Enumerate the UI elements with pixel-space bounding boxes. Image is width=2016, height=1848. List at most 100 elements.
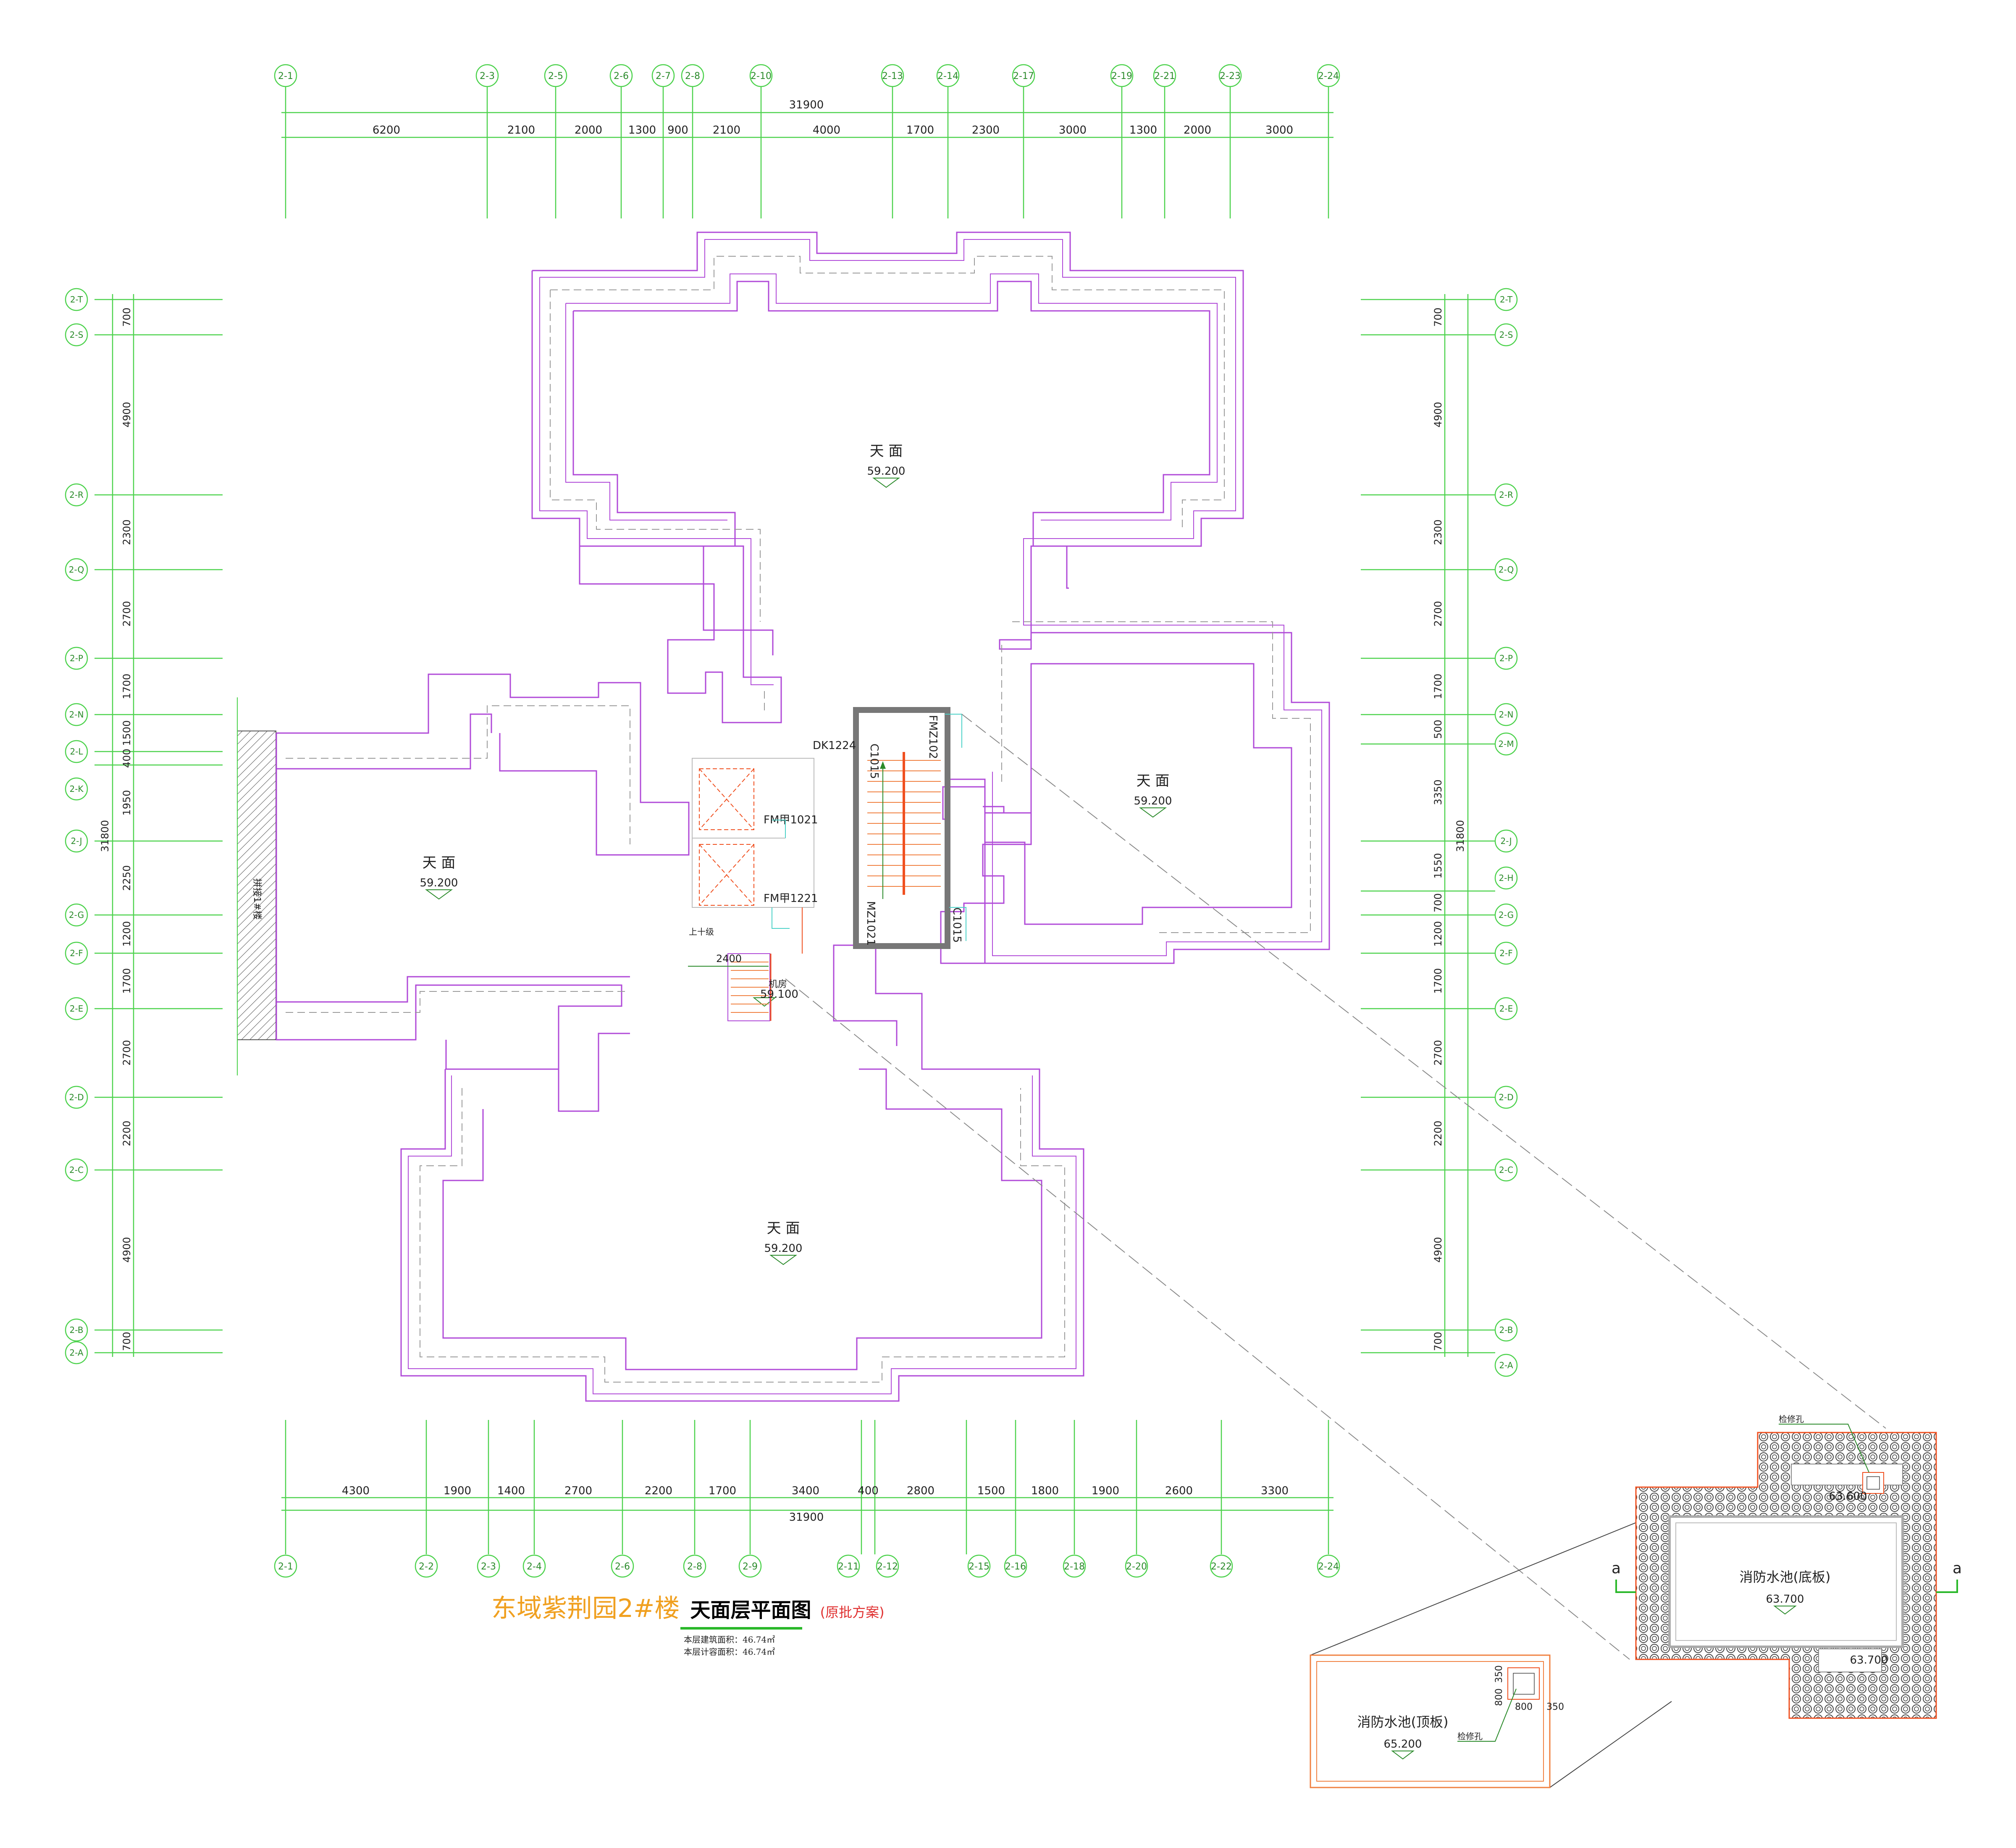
bottom-total-dim: 31900 bbox=[789, 1511, 824, 1524]
section-mark-left: a bbox=[1612, 1560, 1621, 1577]
area-building: 本层建筑面积：46.74㎡ bbox=[684, 1635, 775, 1645]
stairwell bbox=[853, 707, 950, 949]
project-title: 东域紫荆园2#楼 bbox=[491, 1594, 680, 1623]
left-dim: 2200 bbox=[121, 1120, 133, 1146]
top-hatch-label: 检修孔 bbox=[1457, 1731, 1483, 1741]
core-lift-area bbox=[692, 758, 814, 908]
dim-2400: 2400 bbox=[716, 953, 742, 965]
water-tank-bottom-labels: 检修孔 消防水池(底板) 63.700 63.600 63.700 a a bbox=[1612, 1414, 1962, 1667]
bottom-dim: 2600 bbox=[1165, 1485, 1193, 1497]
left-dim: 1700 bbox=[121, 673, 133, 699]
access-ladder bbox=[727, 907, 803, 1021]
bottom-dim: 2800 bbox=[907, 1485, 934, 1497]
elevation-south: 59.200 bbox=[764, 1242, 803, 1255]
sheet-title: 天面层平面图 bbox=[690, 1598, 811, 1622]
top-axis-label: 2-5 bbox=[548, 71, 563, 81]
right-dim: 700 bbox=[1432, 1332, 1444, 1351]
dim-800-horizontal: 800 bbox=[1515, 1702, 1533, 1712]
elevation-labels: 59.200 59.200 59.200 59.200 bbox=[420, 465, 1172, 1255]
left-axis-label: 2-A bbox=[69, 1348, 84, 1358]
top-dim: 3000 bbox=[1059, 124, 1087, 137]
left-axis-label: 2-E bbox=[70, 1004, 84, 1014]
right-dim: 2200 bbox=[1432, 1120, 1444, 1146]
left-axis-label: 2-K bbox=[69, 784, 84, 794]
roof-south-wing bbox=[400, 944, 1084, 1402]
right-dim: 3350 bbox=[1432, 779, 1444, 805]
bottom-dim: 3400 bbox=[792, 1485, 819, 1497]
right-dim: 1200 bbox=[1432, 921, 1444, 946]
top-dim: 2100 bbox=[713, 124, 740, 137]
bottom-dim: 1400 bbox=[497, 1485, 525, 1497]
scheme-note: (原批方案) bbox=[820, 1604, 885, 1620]
bottom-dim: 2700 bbox=[564, 1485, 592, 1497]
water-tank-top-detail bbox=[1310, 1654, 1551, 1788]
top-axis-label: 2-23 bbox=[1220, 71, 1241, 81]
water-tank-bottom-detail bbox=[1635, 1432, 1937, 1719]
right-axis-label: 2-D bbox=[1499, 1092, 1513, 1102]
roof-top-wing bbox=[531, 231, 1330, 964]
section-cut-marks bbox=[1615, 1580, 1958, 1593]
right-dim: 4900 bbox=[1432, 1237, 1444, 1262]
bottom-axis-label: 2-24 bbox=[1318, 1561, 1339, 1572]
left-dim: 4900 bbox=[121, 1237, 133, 1262]
top-axis-label: 2-19 bbox=[1111, 71, 1132, 81]
mz-door-label: MZ1021 bbox=[864, 901, 877, 946]
elevation-marker-tank-top bbox=[1391, 1751, 1415, 1760]
left-axis-label: 2-P bbox=[70, 653, 83, 663]
left-axis-label: 2-T bbox=[70, 294, 83, 305]
bottom-axis-label: 2-15 bbox=[969, 1561, 990, 1572]
elevation-markers bbox=[425, 478, 1167, 1265]
right-dim: 700 bbox=[1432, 308, 1444, 327]
tank-bottom-title: 消防水池(底板) bbox=[1740, 1569, 1831, 1585]
detail-link-lines bbox=[1310, 1508, 1672, 1788]
bottom-dimensions: 4300 1900 1400 2700 2200 1700 3400 400 2… bbox=[342, 1485, 1289, 1524]
neighbour-building-hatch bbox=[237, 731, 276, 1040]
right-dim: 700 bbox=[1432, 893, 1444, 912]
top-axis-label: 2-17 bbox=[1013, 71, 1034, 81]
top-axis-label: 2-10 bbox=[751, 71, 772, 81]
right-axis-label: 2-S bbox=[1499, 330, 1513, 340]
right-axis-label: 2-H bbox=[1499, 873, 1514, 883]
window-label-bottom: C1015 bbox=[950, 907, 963, 943]
room-labels: 天 面 天 面 天 面 天 面 bbox=[423, 443, 1170, 1237]
top-dim: 2000 bbox=[575, 124, 602, 137]
fm-door-label-top: FM甲1021 bbox=[764, 814, 818, 826]
top-dim: 4000 bbox=[813, 124, 840, 137]
room-label-east: 天 面 bbox=[1137, 773, 1170, 789]
small-roof-label: 机房 bbox=[769, 979, 787, 990]
tank-elev-b: 63.700 bbox=[1850, 1654, 1888, 1667]
bottom-axis-label: 2-18 bbox=[1064, 1561, 1085, 1572]
right-axis-label: 2-A bbox=[1499, 1360, 1513, 1370]
right-dim: 500 bbox=[1432, 720, 1444, 739]
left-axis-label: 2-L bbox=[70, 747, 83, 757]
ladder-label: 上十级 bbox=[689, 927, 714, 937]
elevation-marker-tank bbox=[1773, 1606, 1797, 1615]
bottom-dim: 2200 bbox=[645, 1485, 672, 1497]
title-block: 东域紫荆园2#楼 天面层平面图 (原批方案) 本层建筑面积：46.74㎡ 本层计… bbox=[491, 1588, 885, 1657]
top-axis-label: 2-1 bbox=[278, 71, 293, 81]
right-dim: 4900 bbox=[1432, 402, 1444, 427]
top-dim: 2000 bbox=[1184, 124, 1211, 137]
roof-west-wing bbox=[276, 673, 690, 1070]
core-labels: DK1224 C1015 FMZ102 FM甲1021 FM甲1221 MZ10… bbox=[689, 715, 963, 1001]
fire-door-label: FMZ102 bbox=[927, 715, 939, 759]
top-total-dim: 31900 bbox=[789, 99, 824, 111]
top-dim: 2300 bbox=[972, 124, 1000, 137]
left-axis-label: 2-G bbox=[69, 910, 84, 920]
top-dim: 1700 bbox=[906, 124, 934, 137]
right-axis-label: 2-E bbox=[1499, 1004, 1513, 1014]
left-dim: 4900 bbox=[121, 402, 133, 427]
top-axis-label: 2-7 bbox=[656, 71, 671, 81]
top-axis-label: 2-14 bbox=[937, 71, 958, 81]
right-dim: 2300 bbox=[1432, 519, 1444, 545]
bottom-axis-label: 2-20 bbox=[1126, 1561, 1147, 1572]
bottom-dim: 1500 bbox=[977, 1485, 1005, 1497]
left-dimensions: 700 4900 2300 2700 1700 1500 400 1950 22… bbox=[99, 308, 133, 1351]
bottom-axis-label: 2-11 bbox=[838, 1561, 859, 1572]
right-axis-label: 2-T bbox=[1500, 294, 1513, 305]
right-axis-labels: 2-T 2-S 2-R 2-Q 2-P 2-N 2-M 2-J 2-H 2-G … bbox=[1498, 294, 1514, 1370]
bottom-axis-label: 2-6 bbox=[615, 1561, 630, 1572]
bottom-dim: 1800 bbox=[1031, 1485, 1059, 1497]
roof-east-wing bbox=[984, 663, 1292, 925]
right-dimensions: 700 4900 2300 2700 1700 500 3350 1550 70… bbox=[1432, 308, 1466, 1351]
